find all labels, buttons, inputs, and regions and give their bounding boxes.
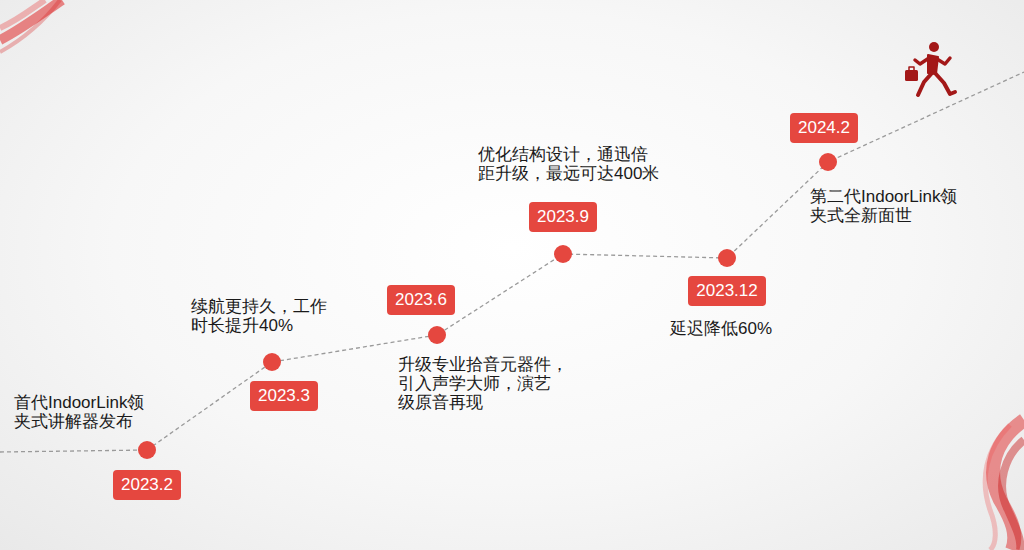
milestone-note: 优化结构设计，通迅倍 距升级，最远可达400米	[478, 145, 670, 183]
date-badge: 2023.12	[688, 276, 765, 306]
milestone-note: 续航更持久，工作 时长提升40%	[191, 297, 351, 335]
date-text: 2023.6	[395, 288, 447, 312]
runner-icon	[905, 42, 955, 95]
date-badge: 2023.9	[529, 202, 597, 232]
red-ribbon	[0, 0, 62, 52]
milestone-note: 升级专业拾音元器件， 引入声学大师，演艺 级原音再现	[398, 355, 580, 412]
date-badge: 2023.3	[250, 381, 318, 411]
date-text: 2023.2	[121, 473, 173, 497]
date-badge: 2023.6	[387, 285, 455, 315]
timeline-line	[0, 72, 1024, 452]
milestone-note: 首代IndoorLink领 夹式讲解器发布	[14, 393, 214, 431]
date-badge: 2023.2	[113, 470, 181, 500]
date-text: 2023.3	[258, 384, 310, 408]
date-badge: 2024.2	[790, 113, 858, 143]
date-text: 2024.2	[798, 116, 850, 140]
red-ribbon	[985, 420, 1024, 550]
timeline-dot	[138, 153, 837, 459]
date-text: 2023.12	[696, 279, 757, 303]
milestone-note: 第二代IndoorLink领 夹式全新面世	[810, 187, 982, 225]
date-text: 2023.9	[537, 205, 589, 229]
milestone-note: 延迟降低60%	[670, 319, 772, 338]
